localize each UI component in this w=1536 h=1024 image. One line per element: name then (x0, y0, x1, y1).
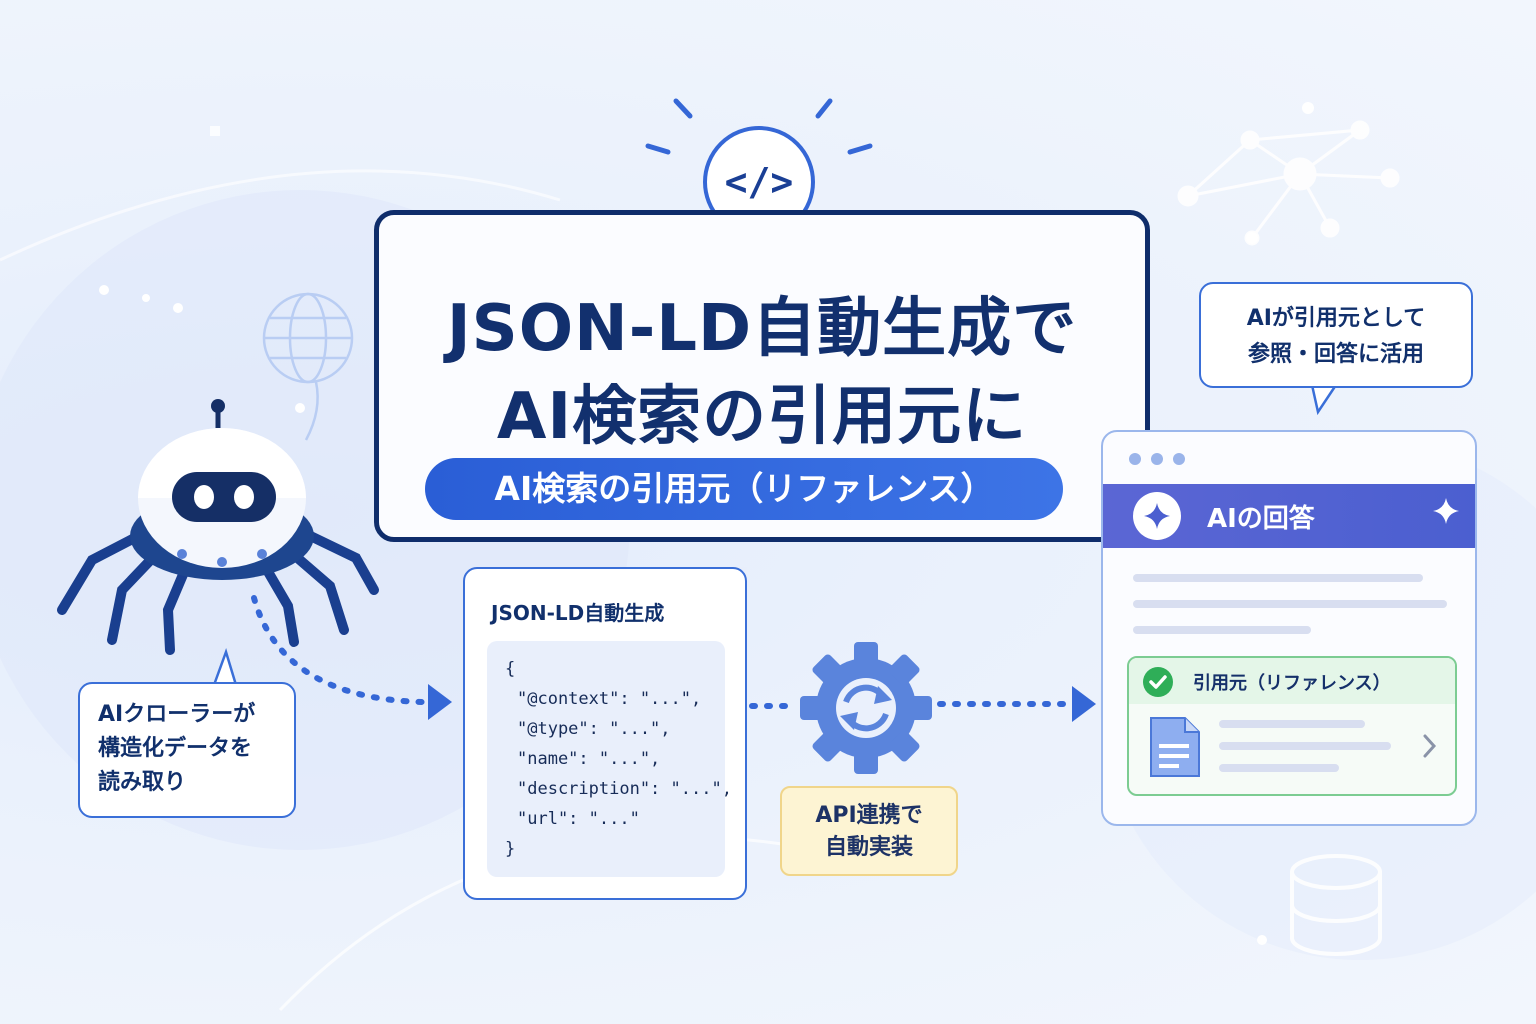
bubble-line: 読み取り (98, 770, 187, 795)
code-icon: </> (724, 160, 794, 204)
code-line: "@type": "...", (517, 719, 671, 739)
document-title: JSON-LD自動生成 (491, 601, 665, 625)
bubble-line: 参照・回答に活用 (1247, 342, 1424, 367)
reference-pill: AI検索の引用元（リファレンス） (425, 458, 1063, 520)
text-placeholder (1133, 574, 1423, 582)
ai-answer-window: AIの回答 引用元（リファレンス） (1101, 430, 1477, 826)
title-line-2: AI検索の引用元に (496, 380, 1028, 454)
document-icon (1150, 717, 1200, 777)
window-dot (1151, 453, 1163, 465)
chevron-right-icon[interactable] (1419, 732, 1439, 760)
reference-header: 引用元（リファレンス） (1129, 658, 1455, 704)
network-icon (1177, 120, 1400, 246)
code-line: } (505, 839, 516, 859)
code-line: "url": "..." (517, 809, 640, 829)
reference-card[interactable]: 引用元（リファレンス） (1127, 656, 1457, 796)
code-line: "@context": "...", (517, 689, 702, 709)
ai-logo (1133, 492, 1181, 540)
text-placeholder (1219, 720, 1365, 728)
gear-sync-icon (800, 642, 932, 774)
sparkle-icon (1144, 503, 1170, 529)
ai-answer-title: AIの回答 (1207, 504, 1315, 534)
window-dot (1173, 453, 1185, 465)
json-ld-document-card: JSON-LD自動生成 { "@context": "...", "@type"… (463, 567, 747, 900)
code-line: "description": "...", (517, 779, 732, 799)
api-line: 自動実装 (824, 835, 913, 860)
ai-answer-header: AIの回答 (1103, 484, 1475, 548)
database-icon (1290, 854, 1382, 956)
crawler-speech-bubble: AIクローラーが 構造化データを 読み取り (78, 682, 296, 818)
bubble-line: 構造化データを (98, 736, 253, 761)
bubble-line: AIが引用元として (1246, 306, 1426, 331)
bubble-line: AIクローラーが (98, 702, 256, 727)
code-line: { (505, 659, 516, 679)
check-icon (1143, 667, 1173, 697)
title-card: JSON-LD自動生成で AI検索の引用元に AI検索の引用元（リファレンス） (374, 210, 1150, 542)
reference-label: 引用元（リファレンス） (1193, 673, 1391, 694)
globe-icon (262, 292, 354, 441)
spider-robot-icon (57, 399, 379, 655)
api-integration-box: API連携で 自動実装 (780, 786, 958, 876)
title-line-1: JSON-LD自動生成で (446, 292, 1078, 366)
sparkle-icon (1433, 498, 1459, 524)
text-placeholder (1219, 742, 1391, 750)
text-placeholder (1133, 626, 1311, 634)
api-line: API連携で (815, 803, 923, 828)
ai-speech-bubble: AIが引用元として 参照・回答に活用 (1199, 282, 1473, 388)
window-dot (1129, 453, 1141, 465)
text-placeholder (1133, 600, 1447, 608)
code-line: "name": "...", (517, 749, 661, 769)
text-placeholder (1219, 764, 1339, 772)
code-block: { "@context": "...", "@type": "...", "na… (487, 641, 732, 877)
